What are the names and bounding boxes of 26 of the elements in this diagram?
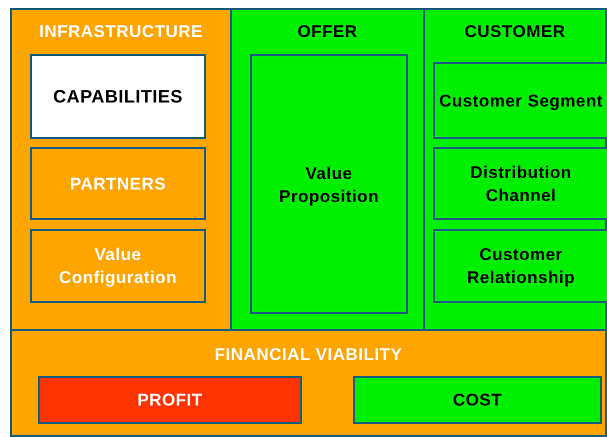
value-configuration-box	[30, 229, 206, 303]
customer-relationship-box	[433, 229, 607, 303]
customer-segment-box	[433, 62, 607, 139]
cost-box	[353, 376, 602, 424]
customer-panel	[423, 8, 607, 331]
box-label: Customer Segment	[438, 90, 604, 112]
box-label: Value Configuration	[58, 244, 178, 289]
box-label: CAPABILITIES	[52, 85, 184, 108]
panel-heading: OFFER	[296, 21, 359, 43]
capabilities-box	[30, 54, 206, 139]
panel-heading: FINANCIAL VIABILITY	[214, 344, 404, 366]
panel-heading: INFRASTRUCTURE	[38, 21, 204, 43]
financial-viability-panel	[10, 329, 607, 437]
box-label: COST	[452, 390, 504, 412]
panel-heading: CUSTOMER	[464, 21, 566, 43]
value-proposition-box	[250, 54, 408, 314]
box-label: Value Proposition	[278, 163, 380, 208]
profit-box	[38, 376, 302, 424]
box-label: Distribution Channel	[469, 162, 573, 206]
offer-panel	[230, 8, 425, 331]
box-label: PARTNERS	[68, 173, 168, 195]
partners-box	[30, 147, 206, 220]
infrastructure-panel	[10, 8, 232, 331]
box-label: PROFIT	[136, 390, 204, 412]
box-label: Customer Relationship	[466, 244, 576, 289]
distribution-channel-box	[433, 147, 607, 220]
